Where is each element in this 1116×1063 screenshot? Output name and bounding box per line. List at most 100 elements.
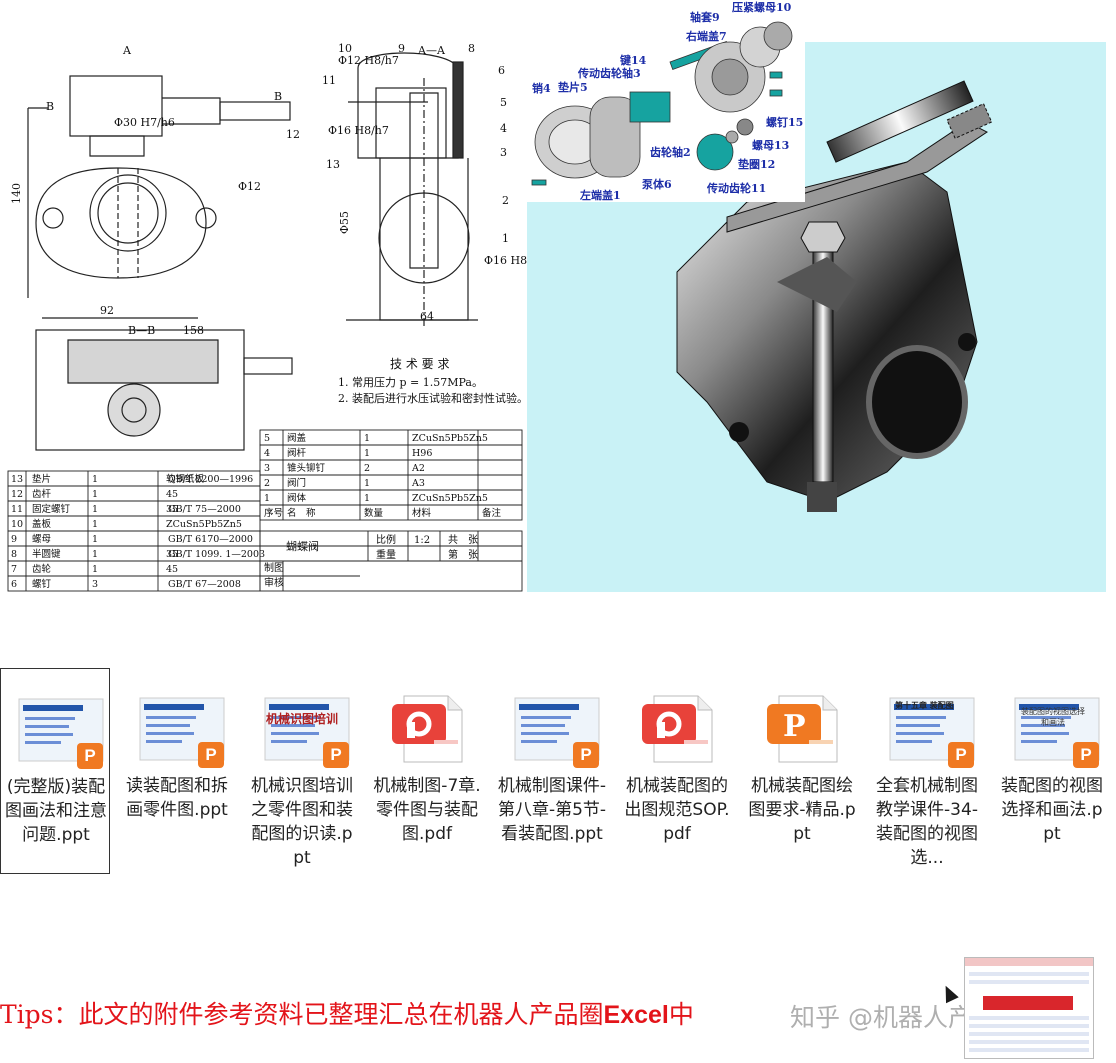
file-item[interactable]: 机械制图-7章.零件图与装配图.pdf (372, 668, 482, 874)
bom-left-cell: GB/T 67—2008 (168, 579, 241, 590)
ppt-badge-icon: P (1073, 742, 1099, 768)
bom-right-cell: 备注 (482, 507, 502, 519)
exploded-label-3: 传动齿轮轴3 (577, 66, 641, 80)
bom-left-cell: 7 (11, 564, 17, 575)
label-n11: 11 (322, 74, 336, 87)
label-n9: 9 (398, 42, 405, 55)
label-158: 158 (183, 324, 204, 337)
label-aa: A—A (417, 44, 446, 57)
bom-left-cell: GB/T 6170—2000 (168, 534, 253, 545)
title-weight: 重量 (376, 548, 396, 561)
bom-right-cell: 阀盖 (287, 432, 307, 444)
ppt-badge-icon: P (573, 742, 599, 768)
bom-left-cell: 12 (11, 489, 23, 500)
file-item[interactable]: P 全套机械制图教学课件-34-装配图的视图选... (872, 668, 982, 874)
bom-right-cell: 材料 (412, 507, 432, 519)
bom-left-cell: 1 (92, 519, 98, 530)
bom-right-cell: A3 (411, 478, 425, 489)
file-name: 读装配图和拆画零件图.ppt (126, 776, 228, 820)
bom-right-cell: 2 (364, 463, 370, 474)
bom-left-cell: 45 (166, 489, 178, 500)
label-140: 140 (10, 183, 23, 204)
bom-left-cell: 35 (166, 549, 178, 560)
pdf-file-icon (642, 695, 713, 763)
bom-left-cell: 8 (11, 549, 17, 560)
bom-right-cell: 1 (364, 448, 370, 459)
tips-excel: Excel (603, 1001, 669, 1029)
file-item[interactable]: P 机械装配图绘图要求-精品.ppt (747, 668, 857, 874)
bom-right-cell: ZCuSn5Pb5Zn5 (412, 493, 488, 504)
label-b-right: B (274, 90, 282, 103)
bom-left-cell: QB/T 2200—1996 (168, 474, 253, 485)
exploded-label-6: 泵体6 (642, 177, 672, 191)
label-n2: 2 (502, 194, 509, 207)
bom-left-cell: 盖板 (32, 518, 52, 530)
bom-left-cell: 1 (92, 489, 98, 500)
label-92: 92 (100, 304, 114, 317)
bom-right-cell: 3 (264, 463, 270, 474)
ppt-badge-icon: P (948, 742, 974, 768)
label-phi12: Φ12 (238, 180, 261, 193)
label-phi16: Φ16 H8/h7 (328, 124, 389, 137)
bom-left-cell: 1 (92, 534, 98, 545)
title-total: 共 张 (448, 534, 478, 546)
bom-right-cell: 数量 (364, 507, 384, 519)
label-n5: 5 (500, 96, 507, 109)
file-item[interactable]: P (完整版)装配图画法和注意问题.ppt (0, 668, 110, 874)
title-scale: 1:2 (414, 535, 430, 546)
title-block: 蝴蝶阀 比例 1:2 共 张 重量 第 张 制图 审核 (264, 533, 478, 589)
bom-left-cell: 半圆键 (32, 548, 61, 560)
bom-right-cell: 名 称 (287, 507, 316, 519)
pump-3d-render-svg (676, 80, 993, 512)
exploded-label-7: 右端盖7 (685, 29, 727, 43)
exploded-label-14: 键14 (619, 53, 647, 67)
bom-left-cell: 螺钉 (32, 579, 52, 590)
tech-title: 技 术 要 求 (390, 357, 449, 371)
exploded-label-2: 齿轮轴2 (650, 145, 691, 159)
label-phi30: Φ30 H7/h6 (114, 116, 175, 129)
tips-suffix: 中 (668, 1000, 694, 1029)
bom-left-cell: 1 (92, 474, 98, 485)
exploded-label-11: 传动齿轮11 (706, 181, 766, 195)
label-a-top: A (122, 44, 132, 57)
bom-left-cell: 螺母 (32, 534, 51, 545)
bom-right-cell: ZCuSn5Pb5Zn5 (412, 433, 488, 444)
tech-line-2: 2. 装配后进行水压试验和密封性试验。 (338, 391, 528, 405)
bom-left-cell: 3 (92, 579, 98, 590)
bom-right-cell: 4 (264, 448, 270, 459)
bom-right-cell: 1 (364, 478, 370, 489)
file-name: 机械制图课件-第八章-第5节-看装配图.ppt (497, 776, 607, 844)
ppt-badge-icon: P (77, 743, 103, 769)
label-n1: 1 (502, 232, 509, 245)
bom-left-cell: 9 (11, 534, 17, 545)
exploded-view: 压紧螺母10 轴套9 右端盖7 键14 传动齿轮轴3 销4 垫片5 螺钉15 螺… (520, 0, 805, 202)
file-item[interactable]: P 机械制图课件-第八章-第5节-看装配图.ppt (497, 668, 607, 874)
file-item[interactable]: 机械装配图的出图规范SOP.pdf (622, 668, 732, 874)
bom-left-cell: 35 (166, 504, 178, 515)
exploded-view-svg: 压紧螺母10 轴套9 右端盖7 键14 传动齿轮轴3 销4 垫片5 螺钉15 螺… (531, 0, 803, 202)
bom-left-cell: 6 (11, 579, 17, 590)
svg-text:P: P (783, 709, 806, 744)
excel-thumbnail-svg (965, 958, 1093, 1052)
bb-section (35, 329, 245, 451)
tips-banner: Tips：此文的附件参考资料已整理汇总在机器人产品圈Excel中 (0, 995, 694, 1031)
thumb-title: 装配图的视图选择和画法 (1021, 707, 1085, 727)
bom-right-cell: 5 (264, 433, 270, 444)
exploded-label-9: 轴套9 (690, 10, 720, 24)
bom-right-cell: 阀门 (287, 477, 306, 489)
bom-right-cell: 阀体 (287, 492, 307, 504)
label-n12: 12 (286, 128, 300, 141)
title-drawn: 制图 (264, 561, 284, 574)
bom-left-cell: 齿杆 (32, 488, 52, 500)
file-name: 机械装配图绘图要求-精品.ppt (748, 776, 856, 844)
excel-thumbnail[interactable] (964, 957, 1094, 1059)
thumb-title: 第十五章 装配图 (895, 701, 954, 710)
bom-right-cell: A2 (411, 463, 425, 474)
file-name: 全套机械制图教学课件-34-装配图的视图选... (876, 776, 978, 868)
file-name: (完整版)装配图画法和注意问题.ppt (5, 777, 107, 845)
exploded-label-12: 垫圈12 (738, 157, 775, 171)
